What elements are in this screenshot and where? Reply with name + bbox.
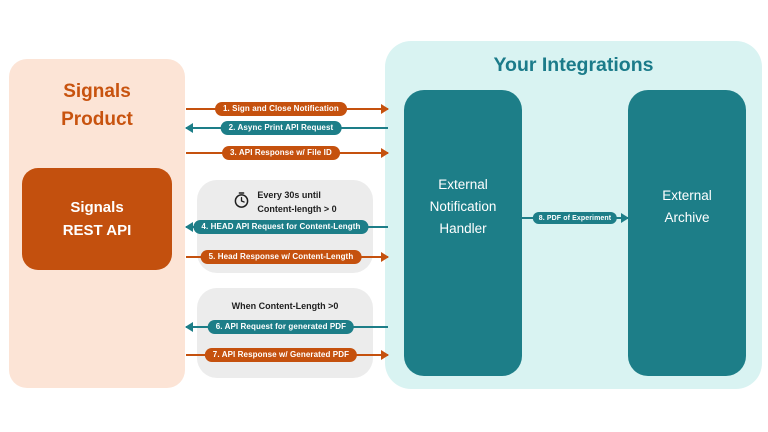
flow-label-2: 2. Async Print API Request [220,121,342,135]
handler-label-line2: Notification [429,199,497,215]
flow-label-8: 8. PDF of Experiment [532,212,618,224]
signals-product-panel: Signals Product Signals REST API [9,59,185,388]
flow-label-5: 5. Head Response w/ Content-Length [200,250,362,264]
flow-label-6: 6. API Request for generated PDF [207,320,355,334]
condition-caption: When Content-Length >0 [231,301,339,311]
signals-product-title-line1: Signals [63,81,131,102]
clock-icon [233,191,250,214]
archive-label-line2: Archive [664,210,710,225]
flow-label-7: 7. API Response w/ Generated PDF [204,348,358,362]
arrowhead-right-icon [381,350,389,360]
archive-label-line1: External [662,188,712,204]
arrowhead-left-icon [185,222,193,232]
handler-label-line3: Handler [439,220,487,236]
polling-caption-text: Every 30s until Content-length > 0 [257,189,336,216]
flow-label-4: 4. HEAD API Request for Content-Length [193,220,369,234]
arrowhead-right-icon [381,104,389,114]
rest-api-label-line1: Signals [70,198,124,216]
signals-rest-api-box: Signals REST API [22,168,172,270]
rest-api-label-line2: REST API [62,222,132,239]
signals-product-title: Signals Product [9,78,185,133]
arrowhead-left-icon [185,123,193,133]
your-integrations-title: Your Integrations [493,54,654,76]
arrowhead-left-icon [185,322,193,332]
polling-caption: Every 30s until Content-length > 0 [197,180,373,216]
arrowhead-right-icon [381,148,389,158]
handler-label-line1: External [438,177,488,193]
your-integrations-panel: Your Integrations External Notification … [385,41,762,389]
flow-label-1: 1. Sign and Close Notification [214,102,347,116]
flow-label-3: 3. API Response w/ File ID [221,146,340,160]
external-archive-box: External Archive [628,90,746,376]
external-notification-handler-box: External Notification Handler [404,90,522,376]
arrowhead-right-icon [381,252,389,262]
signals-product-title-line2: Product [61,108,133,130]
polling-caption-line2: Content-length > 0 [257,203,337,214]
arrowhead-right-icon [621,213,629,223]
polling-caption-line1: Every 30s until [257,190,321,200]
